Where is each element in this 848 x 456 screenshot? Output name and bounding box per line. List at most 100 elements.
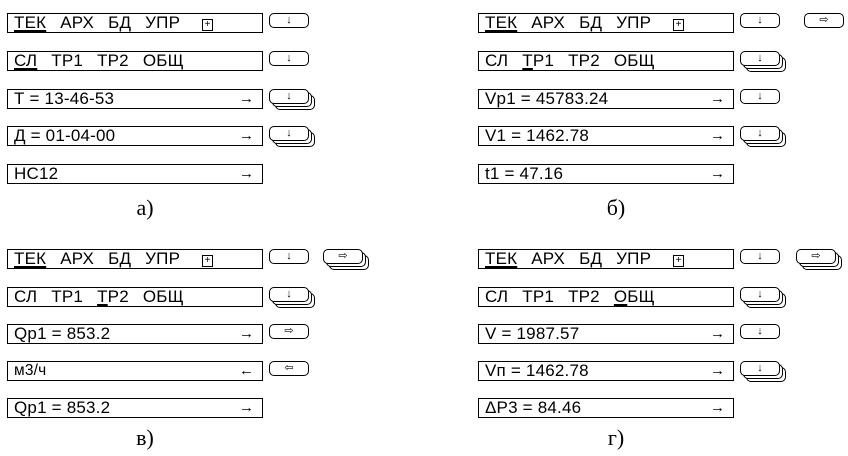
right-arrow-icon: → (239, 90, 254, 107)
display-line: СЛ ТР1 ТР2 ОБЩ (478, 287, 734, 307)
menu-item-upr: УПР (145, 13, 181, 32)
display-line: t1 = 47.16 → (478, 164, 734, 184)
display-line: Qp1 = 853.2 → (7, 324, 263, 344)
param-text: Vп = 1462.78 (485, 361, 589, 380)
menu-item-tek: ТЕК (485, 13, 518, 32)
param-text: Qp1 = 853.2 (14, 398, 111, 417)
menu-item-arh: АРХ (60, 249, 95, 268)
right-arrow-icon: → (239, 325, 254, 342)
submenu-tr1: ТР1 (522, 51, 555, 70)
submenu-sl: СЛ (485, 51, 509, 70)
right-key-stacked-icon: ⇨ (323, 249, 369, 270)
param-text: НС12 (14, 164, 59, 183)
down-key-stacked-icon: ↓ (269, 89, 315, 110)
right-key-stacked-icon: ⇨ (796, 249, 842, 270)
display-line: ТЕК АРХ БД УПР + (478, 13, 734, 33)
submenu-obsh: ОБЩ (142, 287, 184, 306)
right-arrow-icon: → (710, 165, 725, 182)
left-arrow-icon: ← (239, 362, 254, 379)
caption-b: б) (606, 195, 626, 220)
param-text: Д = 01-04-00 (14, 126, 116, 145)
right-arrow-icon: → (710, 325, 725, 342)
right-arrow-icon: → (710, 90, 725, 107)
param-text: V = 1987.57 (485, 324, 580, 343)
submenu-tr2: ТР2 (97, 51, 129, 70)
submenu-tr1: ТР1 (522, 287, 555, 306)
submenu-tr2: ТР2 (568, 51, 600, 70)
down-key-stacked-icon: ↓ (269, 126, 315, 147)
display-line: V = 1987.57 → (478, 324, 734, 344)
down-key-icon: ↓ (740, 89, 780, 104)
display-line: СЛ ТР1 ТР2 ОБЩ (7, 51, 263, 71)
plus-indicator-icon: + (673, 255, 685, 267)
right-arrow-icon: → (710, 399, 725, 416)
param-text: Т = 13-46-53 (14, 89, 115, 108)
display-line: СЛ ТР1 ТР2 ОБЩ (7, 287, 263, 307)
left-key-icon: ⇦ (269, 361, 309, 376)
down-key-icon: ↓ (740, 324, 780, 339)
plus-indicator-icon: + (202, 19, 214, 31)
menu-item-arh: АРХ (531, 13, 566, 32)
panel-b: ТЕК АРХ БД УПР + ↓ ⇨ СЛ ТР1 ТР2 ОБЩ ↓ Vp1 = 457… (478, 5, 848, 230)
menu-item-upr: УПР (145, 249, 181, 268)
down-key-stacked-icon: ↓ (740, 126, 786, 147)
down-key-icon: ↓ (740, 249, 780, 264)
caption-d: г) (607, 425, 625, 450)
submenu-obsh: ОБЩ (142, 51, 184, 70)
caption-a: а) (136, 195, 154, 220)
submenu-tr1: ТР1 (51, 51, 84, 70)
param-text: м3/ч (14, 362, 47, 379)
down-key-stacked-icon: ↓ (740, 287, 786, 308)
right-arrow-icon: → (239, 127, 254, 144)
down-key-icon: ↓ (269, 51, 309, 66)
right-arrow-icon: → (239, 399, 254, 416)
submenu-sl: СЛ (14, 51, 38, 70)
right-arrow-icon: → (710, 127, 725, 144)
display-line: ΔP3 = 84.46 → (478, 398, 734, 418)
menu-item-tek: ТЕК (485, 249, 518, 268)
plus-indicator-icon: + (202, 255, 214, 267)
menu-item-bd: БД (579, 249, 603, 268)
right-arrow-icon: → (239, 165, 254, 182)
submenu-tr1: ТР1 (51, 287, 84, 306)
display-line: СЛ ТР1 ТР2 ОБЩ (478, 51, 734, 71)
display-line: V1 = 1462.78 → (478, 126, 734, 146)
menu-item-tek: ТЕК (14, 249, 47, 268)
menu-item-upr: УПР (616, 13, 652, 32)
down-key-stacked-icon: ↓ (269, 287, 315, 308)
menu-item-bd: БД (579, 13, 603, 32)
menu-item-bd: БД (108, 249, 132, 268)
down-key-icon: ↓ (740, 13, 780, 28)
caption-c: в) (136, 425, 154, 450)
right-arrow-icon: → (710, 362, 725, 379)
display-line: Д = 01-04-00 → (7, 126, 263, 146)
menu-item-arh: АРХ (60, 13, 95, 32)
display-line: м3/ч ← (7, 361, 263, 381)
param-text: Qp1 = 853.2 (14, 324, 111, 343)
submenu-obsh: ОБЩ (613, 51, 655, 70)
submenu-sl: СЛ (485, 287, 509, 306)
menu-item-upr: УПР (616, 249, 652, 268)
submenu-tr2: ТР2 (568, 287, 600, 306)
down-key-stacked-icon: ↓ (740, 361, 786, 382)
param-text: Vp1 = 45783.24 (485, 89, 609, 108)
menu-item-arh: АРХ (531, 249, 566, 268)
down-key-icon: ↓ (269, 13, 309, 28)
display-line: ТЕК АРХ БД УПР + (7, 249, 263, 269)
down-key-stacked-icon: ↓ (740, 51, 786, 72)
plus-indicator-icon: + (673, 19, 685, 31)
submenu-tr2: ТР2 (97, 287, 129, 306)
display-line: ТЕК АРХ БД УПР + (478, 249, 734, 269)
param-text: V1 = 1462.78 (485, 126, 590, 145)
submenu-obsh: ОБЩ (613, 287, 655, 306)
right-key-icon: ⇨ (804, 13, 844, 28)
param-text: ΔP3 = 84.46 (485, 398, 582, 417)
submenu-sl: СЛ (14, 287, 38, 306)
menu-item-bd: БД (108, 13, 132, 32)
right-key-icon: ⇨ (269, 324, 309, 339)
panel-d: ТЕК АРХ БД УПР + ↓ ⇨ СЛ ТР1 ТР2 ОБЩ ↓ V = 1987.… (478, 231, 848, 456)
display-line: Vp1 = 45783.24 → (478, 89, 734, 109)
